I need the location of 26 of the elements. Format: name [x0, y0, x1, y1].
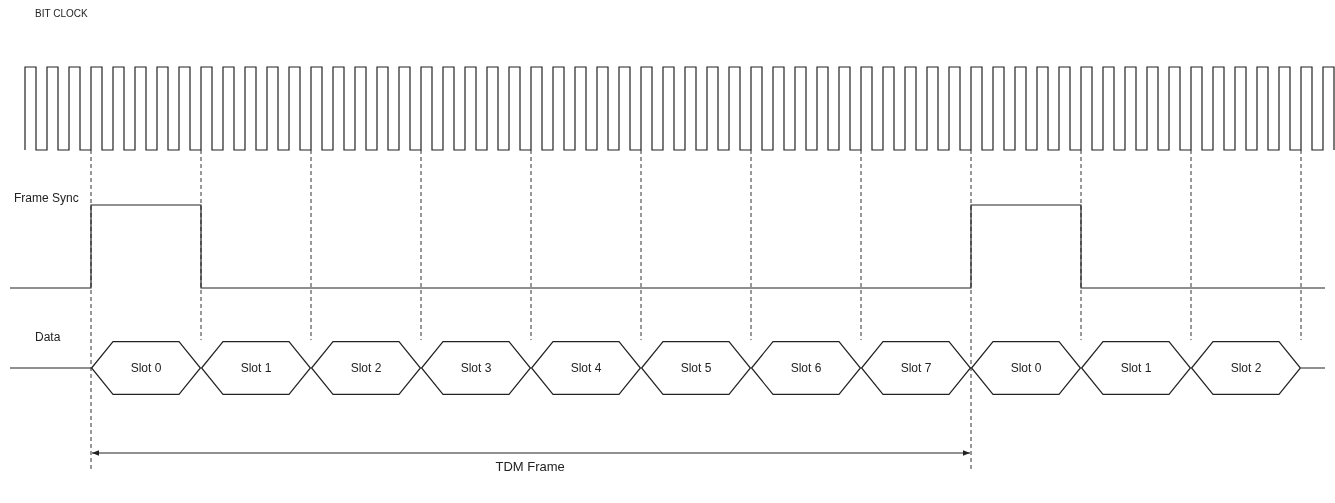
- slot-label: Slot 2: [1229, 361, 1263, 375]
- slot-hexagon: [1081, 341, 1191, 395]
- slot-hexagon: [201, 341, 311, 395]
- slot-hexagon: [91, 341, 201, 395]
- slot-label: Slot 3: [459, 361, 493, 375]
- slot-label: Slot 2: [349, 361, 383, 375]
- signal-name: Data: [35, 330, 61, 344]
- slot-label: Slot 7: [899, 361, 933, 375]
- slot-hexagon: [1191, 341, 1301, 395]
- slot-hexagon: [641, 341, 751, 395]
- slot-label: Slot 1: [1119, 361, 1153, 375]
- slot-label: Slot 0: [1009, 361, 1043, 375]
- slot-label: Slot 5: [679, 361, 713, 375]
- slot-hexagon: [971, 341, 1081, 395]
- slot-hexagon: [861, 341, 971, 395]
- slot-label: Slot 6: [789, 361, 823, 375]
- slot-hexagon: [531, 341, 641, 395]
- slot-hexagon: [751, 341, 861, 395]
- slot-label: Slot 0: [129, 361, 163, 375]
- slot-label: Slot 1: [239, 361, 273, 375]
- signal-name: BIT CLOCK: [35, 8, 88, 19]
- slot-hexagon: [311, 341, 421, 395]
- dimension-label: TDM Frame: [495, 459, 565, 474]
- slot-label: Slot 4: [569, 361, 603, 375]
- slot-hexagon: [421, 341, 531, 395]
- signal-name: Frame Sync: [14, 191, 79, 205]
